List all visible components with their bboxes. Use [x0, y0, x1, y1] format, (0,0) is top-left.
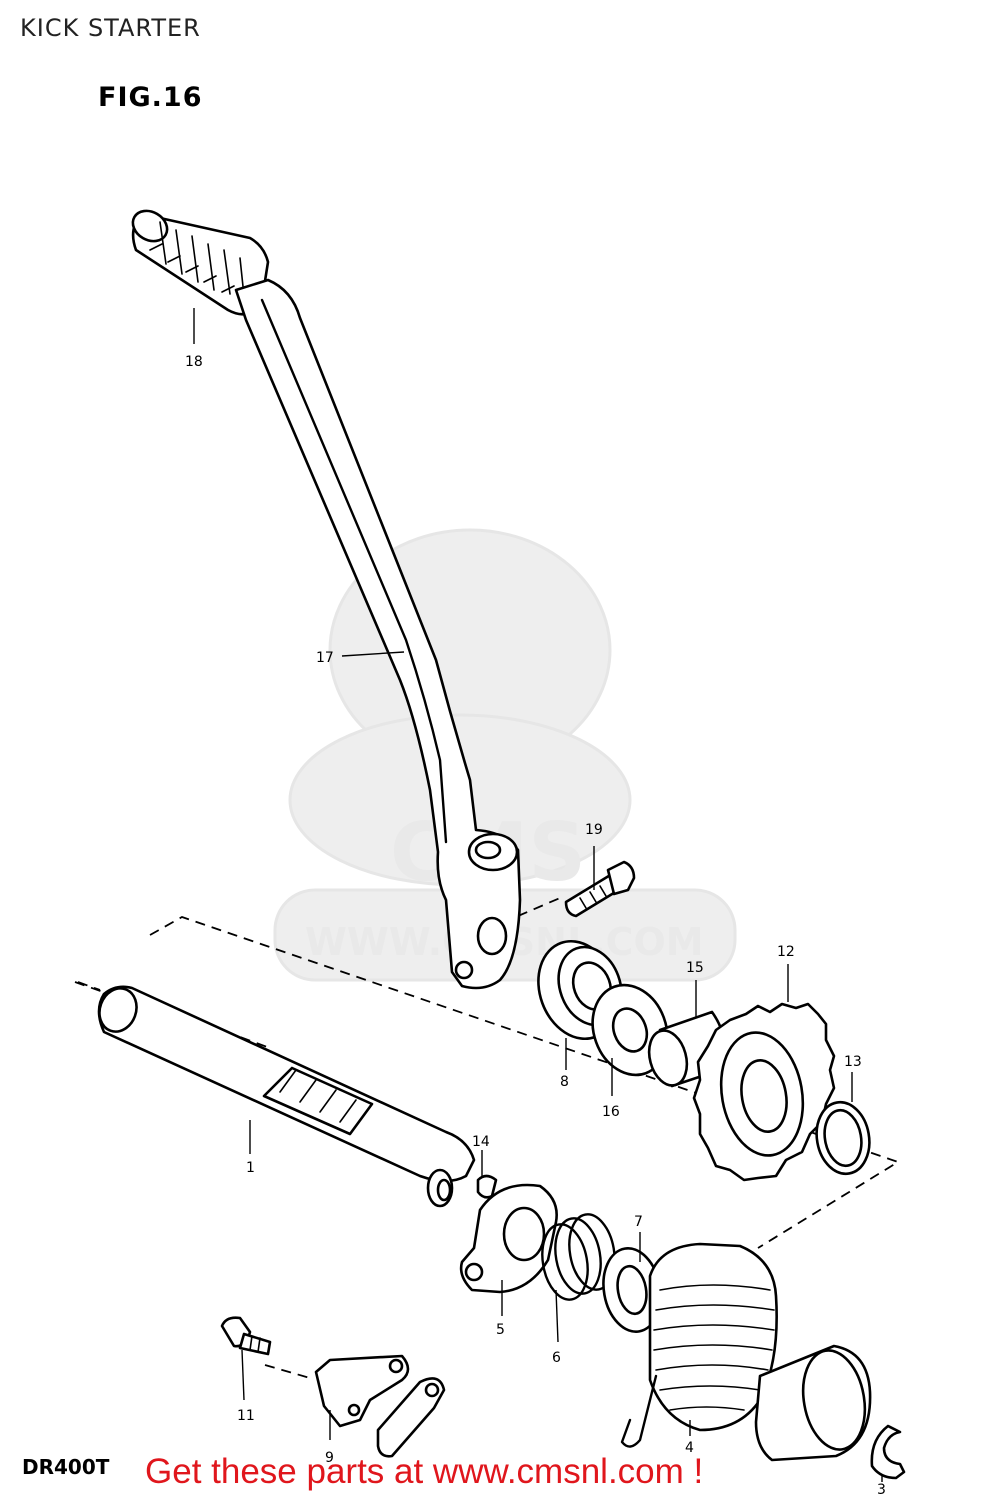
callout-16: 16 [602, 1104, 620, 1120]
callout-5: 5 [496, 1322, 505, 1338]
callout-15: 15 [686, 960, 704, 976]
callout-17: 17 [316, 650, 334, 666]
callout-18: 18 [185, 354, 203, 370]
callout-13: 13 [844, 1054, 862, 1070]
part-11-bolt [220, 1316, 272, 1356]
callout-11: 11 [237, 1408, 255, 1424]
part-19-bolt [564, 860, 636, 918]
page-title: KICK STARTER [20, 14, 201, 42]
callout-labels: 18 17 19 12 15 8 13 16 1 14 7 5 6 11 4 9… [185, 354, 886, 1498]
callout-14: 14 [472, 1134, 490, 1150]
promo-link[interactable]: Get these parts at www.cmsnl.com ! [145, 1452, 704, 1491]
callout-1: 1 [246, 1160, 255, 1176]
callout-19: 19 [585, 822, 603, 838]
part-18-grip [131, 209, 270, 316]
callout-9: 9 [325, 1450, 334, 1466]
part-5-spring-guide [459, 1183, 558, 1294]
part-1-kick-shaft [97, 985, 476, 1208]
part-3-circlip [870, 1424, 906, 1480]
part-12-kick-gear [692, 1002, 836, 1182]
callout-12: 12 [777, 944, 795, 960]
part-4-return-spring [620, 1242, 778, 1448]
callout-8: 8 [560, 1074, 569, 1090]
leader-lines [193, 308, 883, 1482]
callout-7: 7 [634, 1214, 643, 1230]
watermark-logo: CMS WWW.CMSNL.COM [273, 528, 737, 982]
callout-4: 4 [685, 1440, 694, 1456]
part-9-bracket [314, 1354, 410, 1428]
part-stopper-plate [376, 1377, 446, 1458]
part-13-circlip [815, 1100, 871, 1176]
part-17-kick-lever [234, 278, 522, 990]
callout-6: 6 [552, 1350, 561, 1366]
figure-label: FIG.16 [98, 82, 203, 113]
part-7-washer [602, 1247, 662, 1333]
model-code: DR400T [22, 1455, 110, 1479]
callout-3: 3 [877, 1482, 886, 1498]
part-stopper-cap [754, 1344, 872, 1462]
part-6-spring [541, 1213, 616, 1301]
